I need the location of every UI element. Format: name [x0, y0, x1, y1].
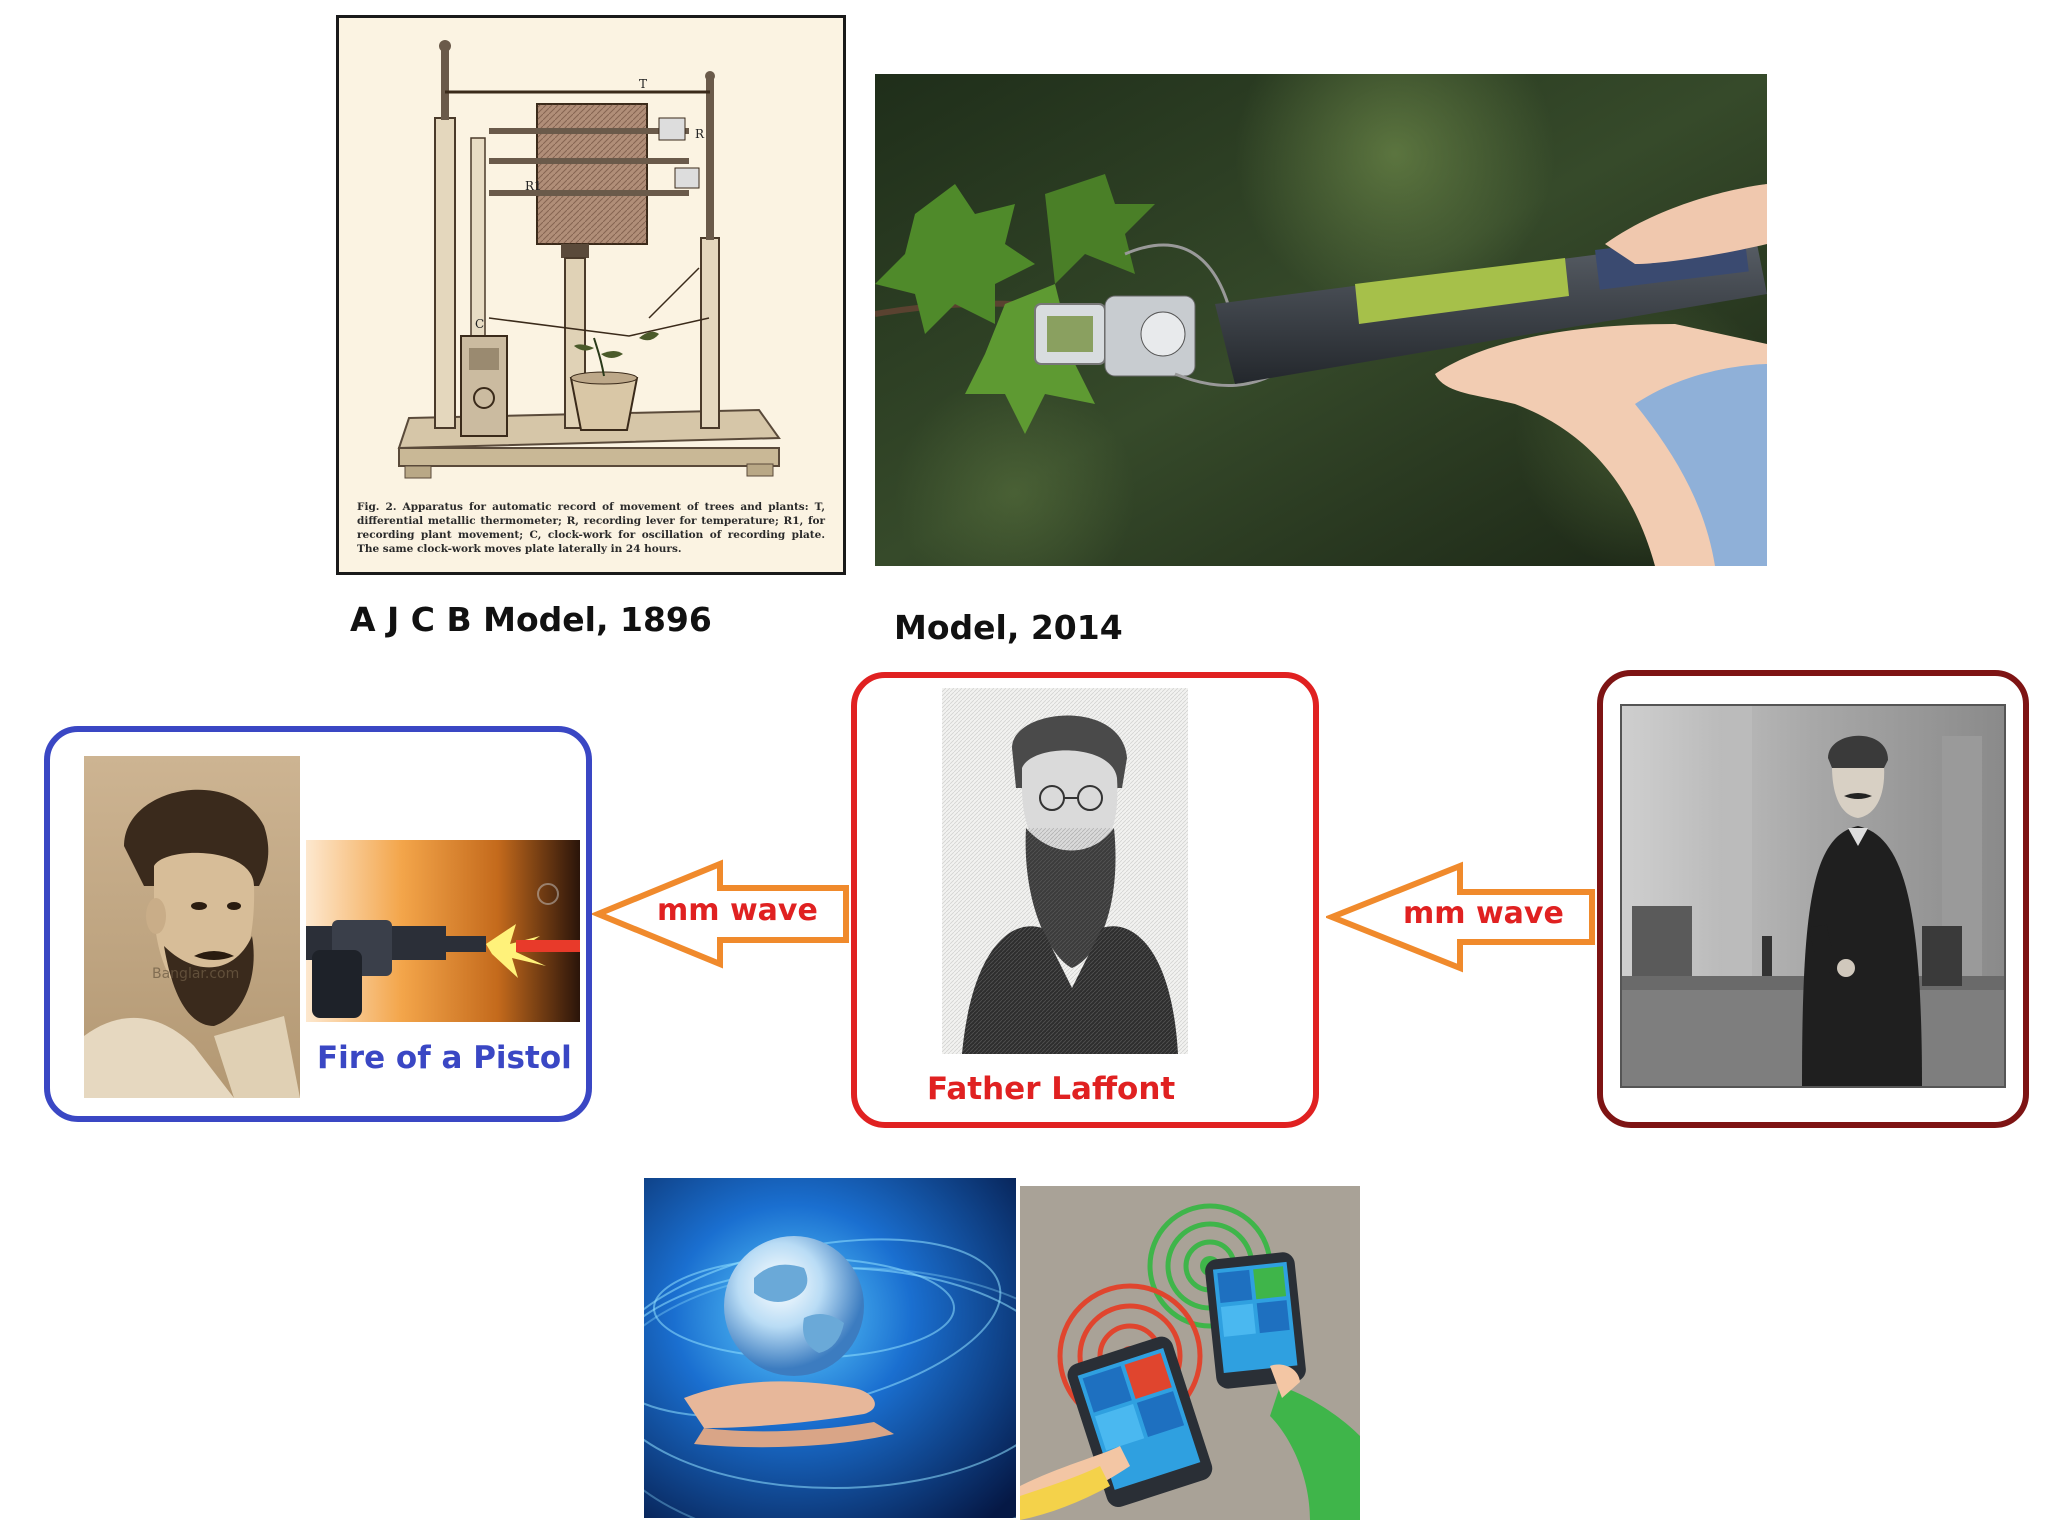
father-laffont-portrait: [942, 688, 1188, 1054]
scientist-lab-photo: [1620, 704, 2006, 1088]
apparatus-caption: Fig. 2. Apparatus for automatic record o…: [357, 501, 825, 555]
svg-text:R1: R1: [525, 179, 542, 193]
young-scientist-portrait: Banglar.com: [84, 756, 300, 1098]
leaf-sensor-photo: [875, 74, 1767, 566]
svg-text:R: R: [695, 127, 705, 141]
mm-wave-arrow-left: [592, 859, 849, 969]
apparatus-drawing: T R R1 C: [397, 40, 781, 479]
model-2014-label: Model, 2014: [894, 608, 1123, 647]
pistol-fire-image: [306, 840, 580, 1022]
globe-network-image: [644, 1178, 1016, 1518]
pistol-caption: Fire of a Pistol: [317, 1040, 572, 1076]
mm-wave-label-right: mm wave: [1403, 896, 1564, 931]
mm-wave-arrow-right: [1326, 861, 1595, 973]
apparatus-drawing-panel: T R R1 C Fig. 2. Apparatus for automatic…: [336, 15, 846, 575]
svg-text:T: T: [639, 77, 647, 91]
svg-text:C: C: [475, 317, 484, 331]
model-1896-label: A J C B Model, 1896: [350, 600, 712, 639]
laffont-caption: Father Laffont: [927, 1071, 1176, 1107]
mm-wave-label-left: mm wave: [657, 893, 818, 928]
tablets-signal-image: [1020, 1186, 1360, 1520]
portrait-watermark: Banglar.com: [152, 966, 240, 982]
